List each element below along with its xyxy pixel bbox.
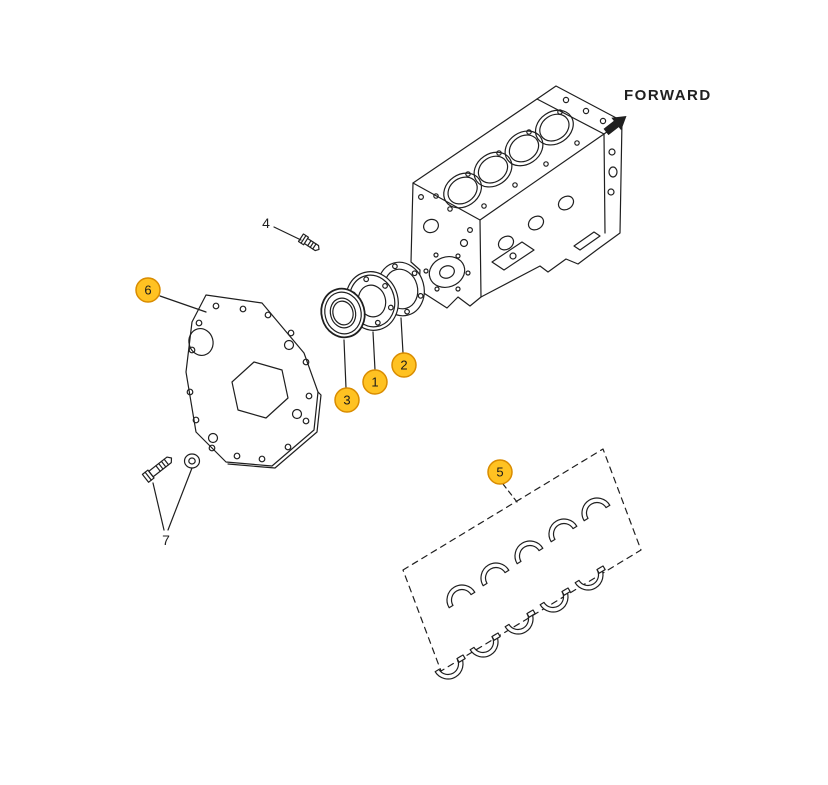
callout-5-label: 5: [496, 465, 503, 480]
engine-block-drawing: [410, 85, 623, 309]
callout-3[interactable]: 3: [334, 387, 360, 413]
callout-4-label: 4: [262, 215, 270, 231]
plug-bolt-drawing: [297, 233, 320, 252]
washer-drawing: [183, 453, 201, 469]
leader-lines: [152, 226, 518, 531]
upper-bearing-shells: [440, 491, 611, 609]
callout-5[interactable]: 5: [487, 459, 513, 485]
callout-6-label: 6: [144, 283, 151, 298]
forward-indicator: FORWARD: [603, 87, 712, 136]
forward-label: FORWARD: [624, 87, 712, 104]
callout-2-label: 2: [400, 358, 407, 373]
adapter-plate-drawing: [185, 294, 322, 469]
callout-2[interactable]: 2: [391, 352, 417, 378]
bolt-drawing: [141, 456, 173, 483]
callout-1[interactable]: 1: [362, 369, 388, 395]
main-bearing-set-drawing: [402, 448, 642, 686]
oil-seal-drawing: [320, 287, 366, 339]
bearing-group-outline: [402, 448, 642, 672]
callout-1-label: 1: [371, 375, 378, 390]
callout-7-label: 7: [162, 532, 170, 548]
forward-arrow-icon: [603, 115, 627, 136]
callout-3-label: 3: [343, 393, 350, 408]
callout-6[interactable]: 6: [135, 277, 161, 303]
